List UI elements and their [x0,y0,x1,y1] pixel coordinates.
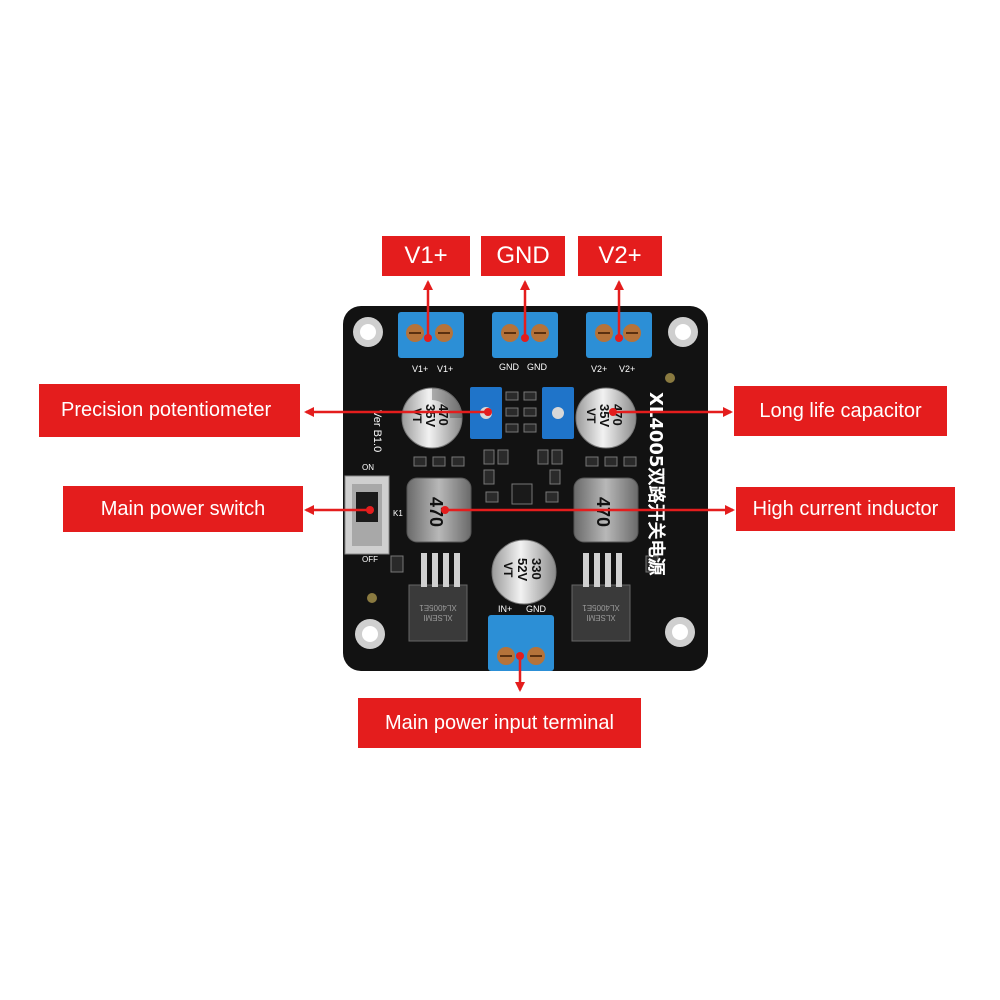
terminal-v1: V1+ V1+ [398,312,464,374]
ic-left-line1: XLSEMI [423,613,452,622]
label-high-current-inductor: High current inductor [736,487,955,531]
label-v1: V1+ [382,236,470,276]
switch-on-label: ON [362,463,374,472]
terminal-input: IN+ GND [488,604,554,671]
label-long-life-capacitor: Long life capacitor [734,386,947,436]
switch-ref-label: K1 [393,509,403,518]
power-switch: ON OFF K1 [344,463,403,564]
cap-left-series: VT [410,408,424,424]
callout-dots [366,334,623,660]
version-text: Ver B1.0 [371,410,383,452]
silk-gnd-a: GND [499,362,520,372]
smd-components [390,391,659,573]
label-v2: V2+ [578,236,662,276]
cap-center-series: VT [501,562,515,578]
mounting-hole-top-right [668,317,698,347]
label-main-power-switch: Main power switch [63,486,303,532]
cap-left-voltage: 35V [423,404,438,427]
ic-left-line2: XL4005E1 [419,603,457,612]
mounting-hole-bottom-right [665,617,695,647]
label-gnd: GND [481,236,565,276]
label-main-power-input-terminal: Main power input terminal [358,698,641,748]
cap-right-series: VT [584,408,598,424]
cap-left-value: 470 [436,404,451,426]
ic-right-line1: XLSEMI [586,613,615,622]
model-text: XL4005双路开关电源 [645,392,667,575]
silk-gnd-b: GND [527,362,548,372]
silk-v2-a: V2+ [591,364,607,374]
silk-in-gnd: GND [526,604,547,614]
capacitor-center: 330 52V VT [491,539,557,605]
silk-v2-b: V2+ [619,364,635,374]
silk-v1-b: V1+ [437,364,453,374]
callout-arrows [304,280,735,692]
mounting-hole-bottom-left [355,619,385,649]
ic-right: XLSEMI XL4005E1 [571,553,631,642]
silk-v1-a: V1+ [412,364,428,374]
inductor-right-value: 470 [593,497,613,527]
ic-right-line2: XL4005E1 [582,603,620,612]
label-precision-potentiometer: Precision potentiometer [39,384,300,437]
capacitor-left: 470 35V VT [401,387,463,449]
silk-in-plus: IN+ [498,604,512,614]
switch-off-label: OFF [362,555,378,564]
capacitor-right: 470 35V VT [575,387,637,449]
cap-center-voltage: 52V [515,558,530,581]
potentiometer-right [542,387,574,439]
cap-right-voltage: 35V [597,404,612,427]
inductor-left-value: 470 [426,497,446,527]
ic-left: XLSEMI XL4005E1 [408,553,468,642]
cap-center-value: 330 [529,558,544,580]
mounting-hole-top-left [353,317,383,347]
